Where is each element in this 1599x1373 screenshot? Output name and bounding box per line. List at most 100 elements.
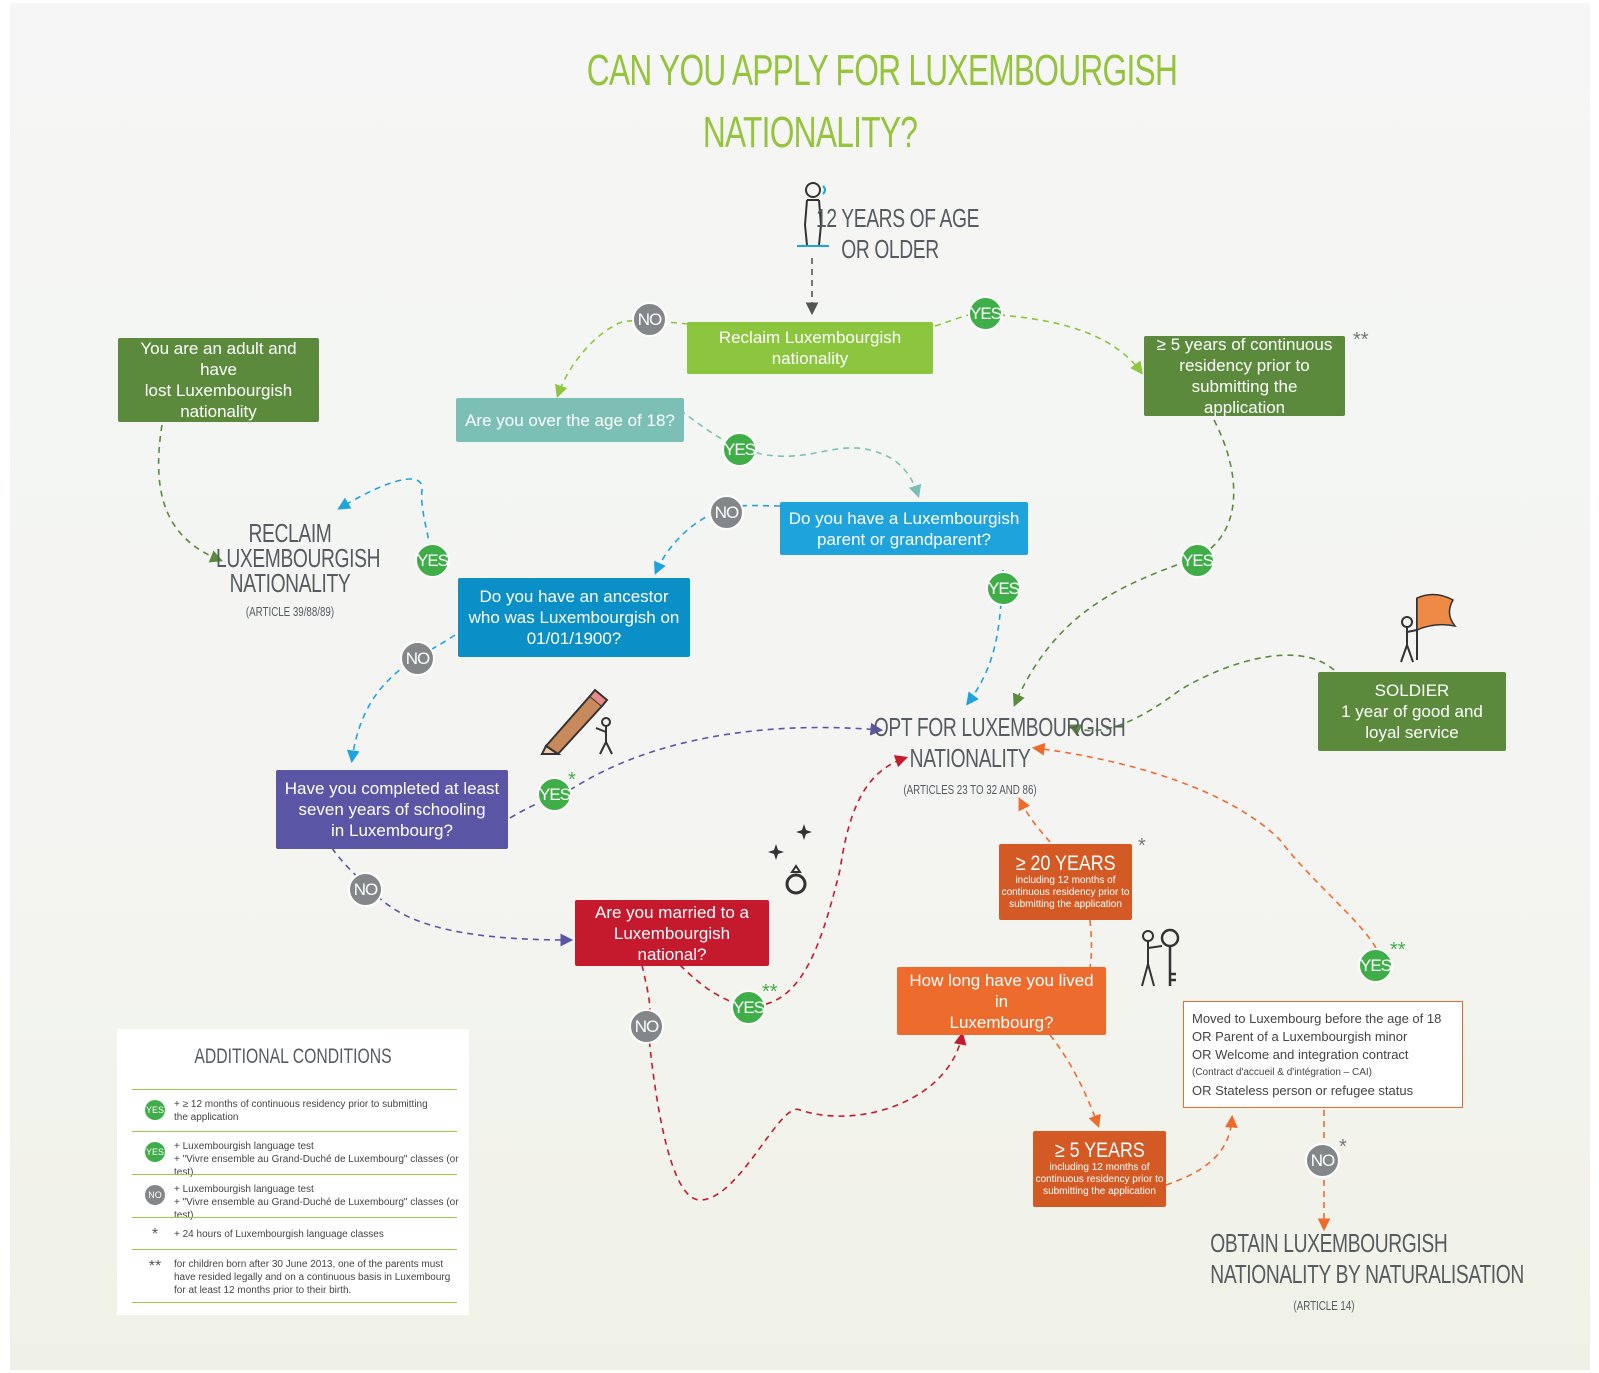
criteria-line-3: OR Welcome and integration contract (1192, 1047, 1409, 1062)
how-long-line-2: Luxembourg? (949, 1012, 1054, 1032)
adult-lost-nationality-box: You are an adult and have lost Luxembour… (118, 338, 319, 422)
legend-row-no-single: NO + Luxembourgish language test + "Vivr… (132, 1174, 459, 1221)
schooling-question-line-3: in Luxembourg? (331, 821, 453, 840)
soldier-flag-icon (1395, 590, 1465, 670)
twenty-years-box: ≥ 20 YEARS including 12 months of contin… (999, 844, 1132, 920)
five-years-residency-box: ≥ 5 years of continuous residency prior … (1144, 335, 1345, 417)
adult-lost-line-3: nationality (180, 402, 257, 421)
naturalisation-criteria-box: Moved to Luxembourg before the age of 18… (1183, 1001, 1463, 1108)
no-badge-reclaim: NO (632, 302, 667, 337)
years20-line-3: submitting the application (1009, 899, 1122, 910)
residency5-double-asterisk: ** (1353, 329, 1369, 351)
married-question-line-1: Are you married to a (594, 902, 749, 922)
reclaim-heading-line-3: NATIONALITY (229, 568, 351, 598)
years20-line-2: continuous residency prior to (1001, 887, 1130, 898)
legend-row-5-line-2: have resided legally and on a continuous… (174, 1272, 451, 1283)
start-age-label: 12 YEARS OF AGE OR OLDER (816, 203, 980, 265)
soldier-line-2: 1 year of good and (1341, 702, 1483, 721)
yes-badge-schooling: YES (537, 777, 572, 812)
legend-title: ADDITIONAL CONDITIONS (194, 1045, 392, 1068)
residency5-line-2: residency prior to (1179, 356, 1310, 375)
legend-row-yes-double: YES + Luxembourgish language test + "Viv… (132, 1131, 459, 1178)
how-long-question-box: How long have you lived in Luxembourg? (897, 967, 1106, 1035)
years5-line-2: continuous residency prior to (1035, 1174, 1164, 1185)
criteria-line-2: OR Parent of a Luxembourgish minor (1192, 1029, 1408, 1044)
legend-asterisk-symbol: * (151, 1226, 159, 1243)
over-18-question-text: Are you over the age of 18? (465, 410, 675, 430)
soldier-line-1: SOLDIER (1374, 681, 1450, 700)
no-badge-married: NO (629, 1009, 664, 1044)
legend-row-3-line-2: + "Vivre ensemble au Grand-Duché de Luxe… (174, 1197, 459, 1221)
yes-badge-reclaim: YES (968, 296, 1003, 331)
years5-heading: ≥ 5 YEARS (1054, 1139, 1145, 1162)
reclaim-box-line-1: Reclaim Luxembourgish (718, 328, 902, 347)
start-age-line-1: 12 YEARS OF AGE (816, 203, 980, 233)
page-title-line-2: NATIONALITY? (702, 108, 918, 157)
ring-icon (766, 822, 816, 907)
opt-article: (ARTICLES 23 TO 32 AND 86) (903, 782, 1037, 797)
parent-grandparent-question-box: Do you have a Luxembourgish parent or gr… (780, 502, 1028, 555)
criteria-no-asterisk: * (1339, 1136, 1347, 1158)
ancestor-question-line-3: 01/01/1900? (526, 629, 622, 648)
reclaim-nationality-box: Reclaim Luxembourgish nationality (687, 322, 933, 374)
adult-lost-line-2: lost Luxembourgish (144, 381, 293, 400)
schooling-question-box: Have you completed at least seven years … (276, 770, 508, 849)
legend-yes-icon: YES (145, 1100, 165, 1120)
years20-line-1: including 12 months of (1015, 875, 1116, 886)
yes-badge-ancestor: YES (415, 543, 450, 578)
start-age-line-2: OR OLDER (841, 234, 939, 264)
residency5-line-3: submitting the application (1191, 377, 1298, 417)
page-title-line-1: CAN YOU APPLY FOR LUXEMBOURGISH (586, 46, 1178, 95)
legend-row-1-line-2: the application (174, 1112, 239, 1123)
years20-asterisk: * (1138, 835, 1146, 857)
naturalisation-heading-line-2: NATIONALITY BY NATURALISATION (1210, 1259, 1524, 1289)
legend-row-3-line-1: + Luxembourgish language test (174, 1184, 314, 1195)
legend-row-2-line-1: + Luxembourgish language test (174, 1141, 314, 1152)
reclaim-article: (ARTICLE 39/88/89) (245, 604, 335, 619)
adult-lost-line-1: You are an adult and have (140, 339, 297, 379)
additional-conditions-legend: ADDITIONAL CONDITIONS YES + ≥ 12 months … (117, 1029, 469, 1315)
residency5-line-1: ≥ 5 years of continuous (1156, 335, 1333, 354)
no-badge-ancestor: NO (400, 641, 435, 676)
how-long-line-1: How long have you lived in (909, 970, 1094, 1011)
legend-double-asterisk-symbol: ** (148, 1258, 162, 1275)
criteria-line-1: Moved to Luxembourg before the age of 18 (1192, 1011, 1442, 1026)
ancestor-question-line-2: who was Luxembourgish on (468, 608, 680, 627)
schooling-question-line-1: Have you completed at least (284, 779, 500, 798)
ancestor-question-box: Do you have an ancestor who was Luxembou… (458, 578, 690, 657)
no-badge-schooling: NO (348, 872, 383, 907)
naturalisation-heading-line-1: OBTAIN LUXEMBOURGISH (1210, 1228, 1448, 1258)
married-question-line-2: Luxembourgish national? (613, 923, 731, 964)
reclaim-heading: RECLAIM LUXEMBOURGISH NATIONALITY (216, 518, 380, 599)
opt-heading-line-2: NATIONALITY (909, 743, 1031, 773)
person-icon (795, 180, 831, 255)
yes-badge-residency5: YES (1180, 543, 1215, 578)
schooling-yes-asterisk: * (568, 769, 576, 791)
criteria-yes-double-asterisk: ** (1390, 939, 1406, 961)
criteria-line-4: (Contract d'accueil & d'intégration – CA… (1192, 1067, 1373, 1078)
soldier-box: SOLDIER 1 year of good and loyal service (1318, 672, 1506, 751)
five-years-box: ≥ 5 YEARS including 12 months of continu… (1033, 1131, 1166, 1207)
legend-no-icon: NO (145, 1185, 165, 1205)
naturalisation-article: (ARTICLE 14) (1293, 1298, 1355, 1313)
no-badge-parent: NO (709, 495, 744, 530)
legend-row-single-asterisk: * + 24 hours of Luxembourgish language c… (132, 1217, 457, 1250)
years5-line-3: submitting the application (1043, 1186, 1156, 1197)
legend-row-2-line-2: + "Vivre ensemble au Grand-Duché de Luxe… (174, 1154, 459, 1178)
reclaim-heading-line-1: RECLAIM (248, 518, 332, 548)
yes-badge-over-18: YES (722, 432, 757, 467)
parent-question-line-1: Do you have a Luxembourgish (788, 508, 1020, 528)
parent-question-line-2: parent or grandparent? (817, 529, 991, 549)
years5-line-1: including 12 months of (1049, 1162, 1150, 1173)
criteria-line-5: OR Stateless person or refugee status (1192, 1083, 1414, 1098)
reclaim-box-line-2: nationality (771, 349, 849, 368)
opt-heading: OPT FOR LUXEMBOURGISH NATIONALITY (874, 712, 1126, 774)
yes-badge-parent: YES (986, 571, 1021, 606)
legend-yes-icon: YES (145, 1142, 165, 1162)
legend-row-5-line-3: for at least 12 months prior to their bi… (174, 1285, 352, 1296)
ancestor-question-line-1: Do you have an ancestor (479, 587, 669, 606)
naturalisation-heading: OBTAIN LUXEMBOURGISH NATIONALITY BY NATU… (1210, 1228, 1524, 1290)
legend-row-1-line-1: + ≥ 12 months of continuous residency pr… (174, 1099, 428, 1110)
